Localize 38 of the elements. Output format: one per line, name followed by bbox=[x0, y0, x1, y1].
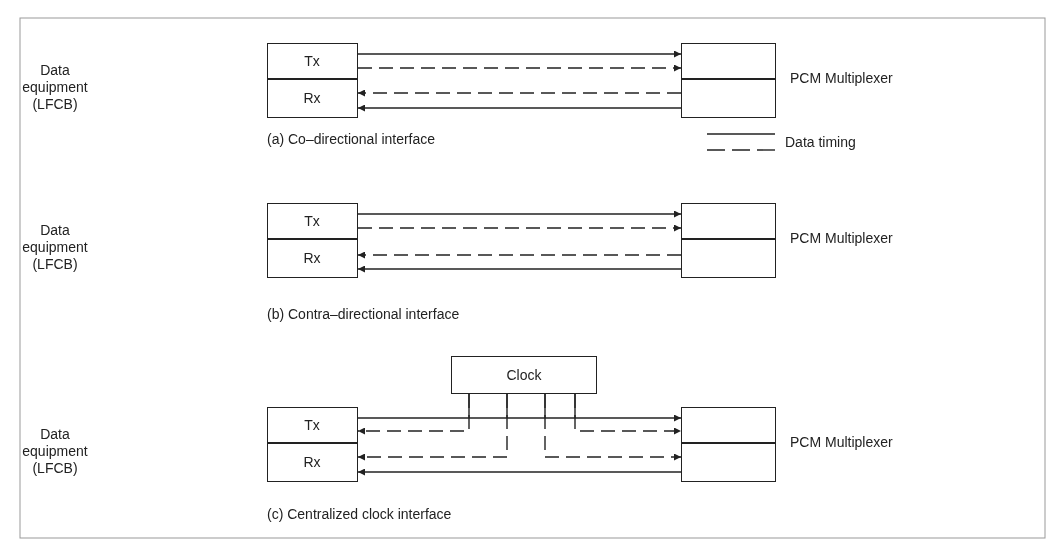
box-label: Rx bbox=[303, 453, 321, 470]
arrow bbox=[357, 64, 682, 72]
caption: (b) Contra–directional interface bbox=[267, 306, 460, 323]
arrow bbox=[357, 393, 508, 461]
equipment-box bbox=[267, 203, 358, 278]
equipment-box bbox=[267, 407, 358, 482]
node-caption: PCM Multiplexer bbox=[790, 70, 894, 87]
arrow bbox=[357, 251, 682, 259]
arrow bbox=[574, 393, 682, 435]
box-label: Tx bbox=[304, 416, 320, 433]
equipment-box bbox=[681, 203, 776, 278]
caption: (a) Co–directional interface bbox=[267, 131, 436, 148]
node-caption: PCM Multiplexer bbox=[790, 230, 894, 247]
box-label: Clock bbox=[506, 367, 542, 383]
box-label: Rx bbox=[303, 89, 321, 106]
equipment-box bbox=[267, 43, 358, 118]
clock-box bbox=[451, 356, 597, 394]
device-label: Data equipment (LFCB) bbox=[21, 62, 89, 113]
arrow bbox=[357, 393, 470, 435]
equipment-box bbox=[681, 43, 776, 118]
equipment-box bbox=[681, 407, 776, 482]
arrow bbox=[357, 50, 682, 58]
arrow bbox=[544, 393, 682, 461]
box-label: Tx bbox=[304, 212, 320, 229]
device-label: Data equipment (LFCB) bbox=[21, 426, 89, 477]
arrow bbox=[357, 414, 682, 422]
node-caption: PCM Multiplexer bbox=[790, 434, 894, 451]
legend-label: Data timing bbox=[785, 134, 856, 150]
arrow bbox=[357, 468, 682, 476]
arrow bbox=[357, 265, 682, 273]
arrow bbox=[357, 210, 682, 218]
arrow bbox=[357, 104, 682, 112]
arrow bbox=[357, 224, 682, 232]
box-label: Rx bbox=[303, 249, 321, 266]
device-label: Data equipment (LFCB) bbox=[21, 222, 89, 273]
arrow bbox=[357, 89, 682, 97]
caption: (c) Centralized clock interface bbox=[267, 506, 452, 523]
box-label: Tx bbox=[304, 52, 320, 69]
